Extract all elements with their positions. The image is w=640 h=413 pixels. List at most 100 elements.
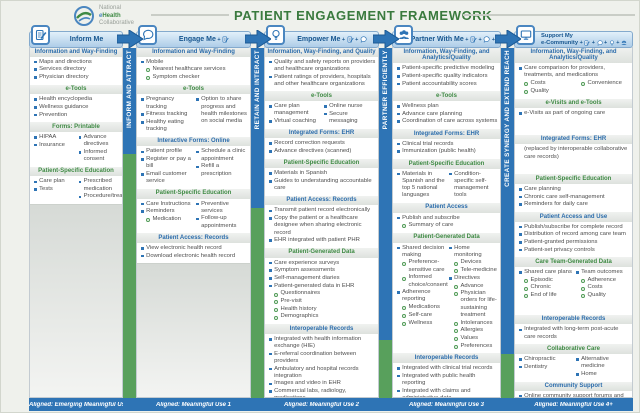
bullet-circle-icon [274, 292, 278, 297]
item-label: Register or pay a bill [146, 156, 191, 170]
lightbulb-icon [271, 29, 280, 40]
item-label: Alternative medicine [581, 355, 609, 370]
item-label: E-referral coordination between provider… [274, 350, 357, 364]
bullet-item: Integrated with claims and administrativ… [397, 388, 498, 397]
item-label: Refill a prescription [201, 163, 232, 177]
bullet-item: Informed consent [78, 149, 121, 163]
bullet-square-icon [519, 241, 522, 244]
bullet-square-icon [324, 105, 327, 108]
bullet-item: Patient-generated data in EHR [269, 283, 376, 290]
item-label: Follow-up appointments [201, 215, 237, 229]
item-label: Patient accountability scores [402, 80, 477, 87]
sub-item-label: Quality [530, 87, 549, 94]
bullet-square-icon [269, 390, 272, 393]
section-header: e-Visits and e-Tools [515, 98, 632, 109]
bullet-item: Tests [34, 186, 76, 193]
bullet-square-icon [397, 246, 400, 250]
column-header-engage: Engage Me+ [136, 25, 251, 48]
phase-bar-blue: RETAIN AND INTERACT [251, 48, 264, 208]
item-label: Secure messaging [329, 110, 358, 124]
nehc-globe-icon [74, 6, 94, 27]
bullet-item: Integrated with clinical trial records [397, 365, 498, 372]
section-header: Patient Access: Records [265, 195, 378, 206]
bullet-square-icon [141, 202, 144, 206]
bullet-circle-icon [454, 344, 458, 349]
sub-bullet-item: Preference-sensitive care [402, 259, 446, 273]
sub-bullet-item: Devices [454, 259, 498, 266]
item-label: Guides to understanding accountable care [274, 177, 372, 192]
bullet-circle-icon [454, 261, 458, 266]
logo-line1: National [99, 5, 122, 11]
column-icon-box [266, 25, 285, 45]
bullet-item: Patient-specific predictive modeling [397, 65, 498, 72]
item-label: Care Instructions [146, 200, 191, 207]
bullet-square-icon [576, 358, 579, 361]
column-title: Empower Me++ [297, 36, 367, 43]
item-label: Reminders [146, 208, 175, 215]
bullet-square-icon [196, 165, 199, 169]
item-label: Transmit patient record electronically [274, 207, 371, 214]
sub-bullet-item: Episodic [524, 277, 573, 284]
section-header: Interoperable Records [393, 353, 500, 363]
bullet-square-icon [519, 188, 522, 191]
phase-bar-label: INFORM AND ATTRACT [126, 50, 133, 128]
bullet-square-icon [576, 271, 579, 274]
bullet-item: Refill a prescription [196, 163, 248, 177]
sub-bullet-item: Advance [454, 283, 498, 290]
section: Information, Way-Finding, and Analytics/… [393, 47, 500, 91]
bullet-circle-icon [146, 68, 150, 73]
item-label: Integrated with clinical trial records [402, 364, 493, 371]
sub-bullet-item: Convenience [581, 80, 630, 87]
column-header-empower: Empower Me++ [264, 25, 379, 48]
item-label: Patient ratings of providers, hospitals … [274, 73, 371, 87]
bullet-circle-icon [454, 337, 458, 342]
bullet-item: Care comparison for providers, treatment… [519, 65, 630, 79]
bullet-square-icon [397, 75, 400, 78]
bullet-circle-icon [454, 269, 458, 274]
item-label: Wellness guidance [39, 104, 89, 110]
item-label: Patient-specific predictive modeling [402, 65, 495, 72]
bullet-item: Quality and safety reports on providers … [269, 59, 376, 73]
section-header: Patient Access [393, 202, 500, 213]
item-label: Email customer service [146, 171, 187, 185]
plus-sign: + [465, 36, 469, 43]
bullet-square-icon [34, 98, 37, 102]
sub-item-label: Allergies [460, 327, 484, 334]
plus-sign: + [604, 39, 608, 46]
sub-item-label: Tele-medicine [460, 267, 497, 274]
section-items: Integrated with health information excha… [265, 334, 378, 397]
bullet-item: Advance directives (scanned) [269, 148, 376, 155]
bullet-item: Procedure/treatment [78, 193, 122, 200]
bullet-circle-icon [274, 315, 278, 320]
column-icon-box [394, 25, 413, 45]
bullet-square-icon [78, 180, 82, 184]
bullet-square-icon [519, 395, 522, 397]
section-items: Integrated with long-term post-acute car… [515, 324, 632, 344]
section-items: (replaced by interoperable collaborative… [515, 144, 632, 164]
bullet-square-icon [269, 337, 272, 341]
bullet-item: Wellness plan [397, 103, 498, 110]
section-items: Online community support forums and reso… [515, 391, 632, 397]
section-items: Materials in Spanish and the top 5 natio… [393, 169, 500, 203]
bullet-item: Care plan [34, 178, 76, 185]
bullet-square-icon [449, 246, 452, 250]
item-label: Patient profile [146, 148, 183, 155]
